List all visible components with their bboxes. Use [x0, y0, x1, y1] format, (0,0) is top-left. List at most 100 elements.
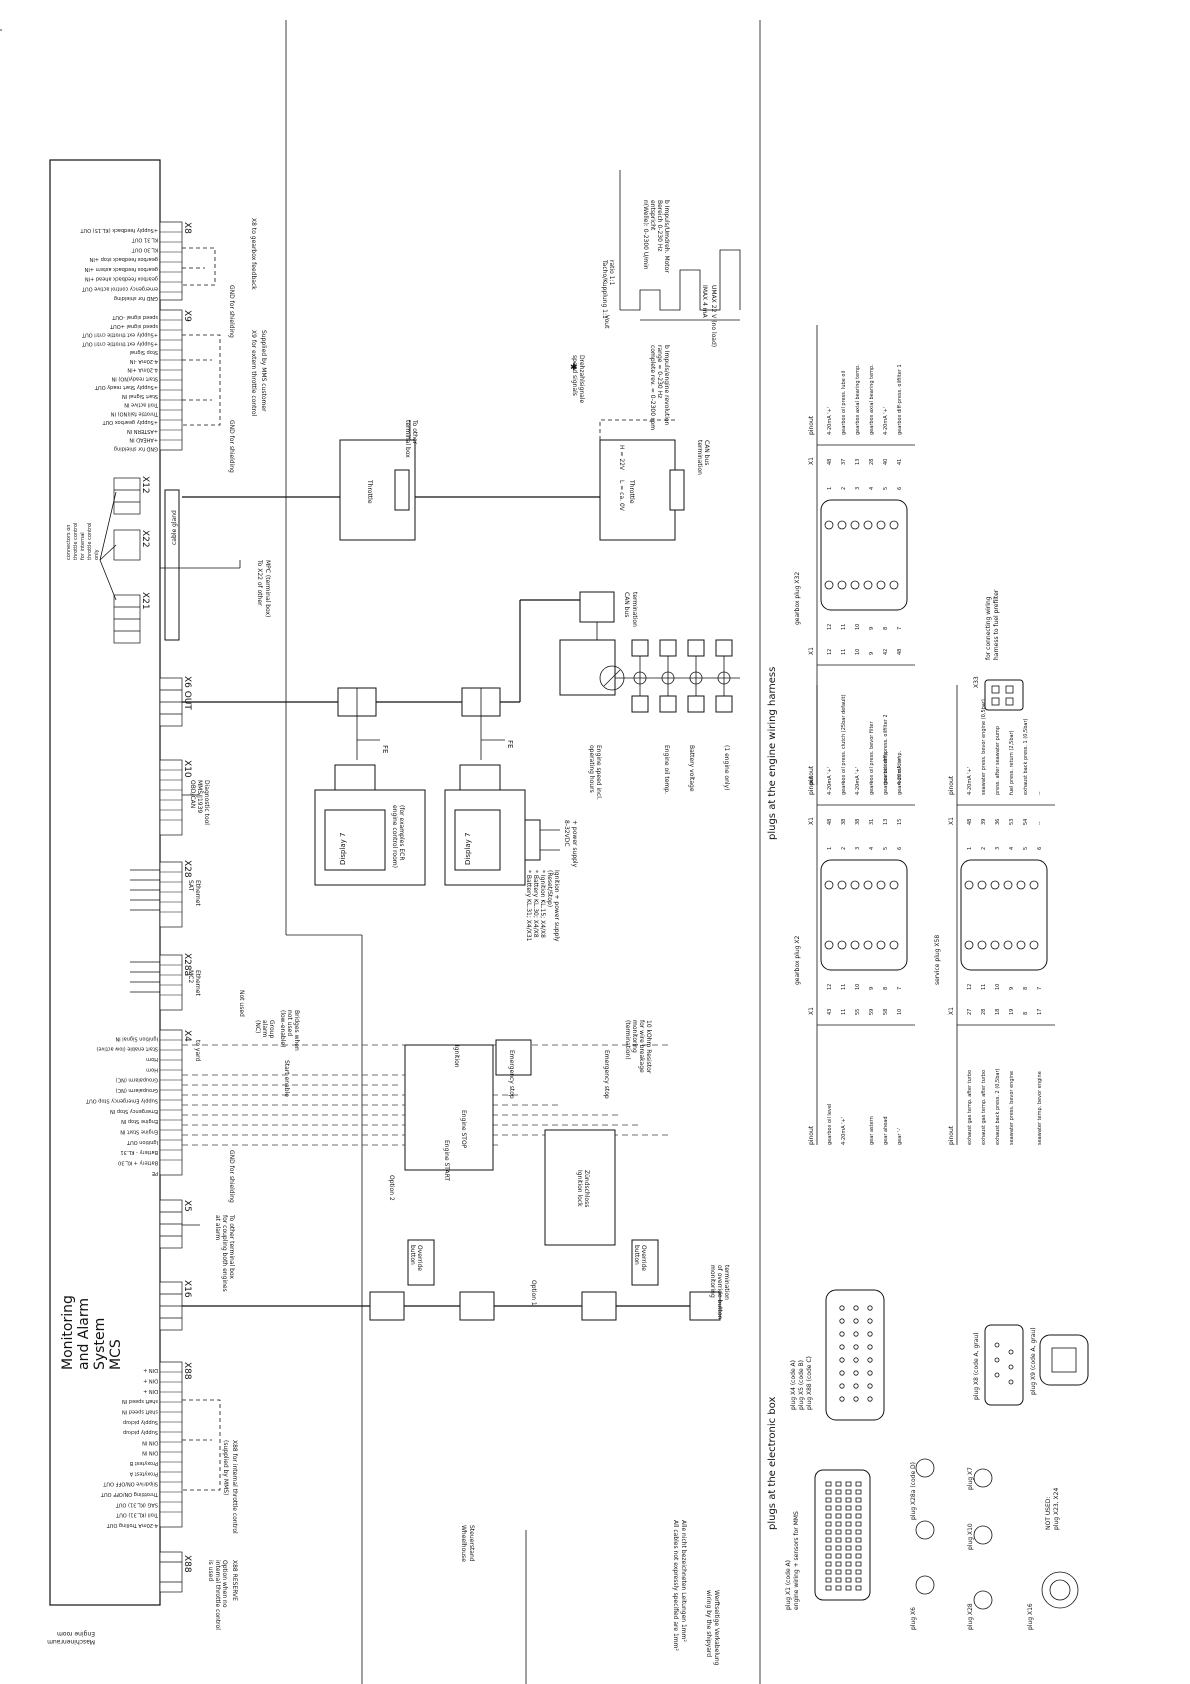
svg-text:Ignition: Ignition [453, 1045, 460, 1068]
pin-label-x8: gearbox feedback astern +IN [84, 266, 158, 272]
connector-x6: X6 OUT [159, 676, 192, 727]
svg-text:is used: is used [207, 1560, 214, 1581]
service_x58-pin-right: 6 [1037, 847, 1043, 850]
svg-text:(low-enable): (low-enable) [279, 1010, 286, 1047]
svg-text:CAN bus: CAN bus [703, 440, 710, 465]
gearbox_x2-left-desc: gearbox oil level [827, 1104, 833, 1145]
svg-text:engine control room): engine control room) [391, 805, 398, 868]
svg-text:MC2: MC2 [187, 970, 194, 983]
service_x58-pin-right: 5 [1023, 847, 1029, 850]
engine-room-label: Maschinenraum Engine room [47, 1630, 95, 1645]
pin-label-x4: Battery - KL.31 [120, 1149, 158, 1155]
svg-text:Engine speed incl.: Engine speed incl. [595, 745, 602, 800]
svg-text:of override button: of override button [716, 1265, 723, 1319]
pin-label-x88: Proxytest B [129, 1460, 158, 1466]
gearbox_x32-pin-left: 7 [897, 627, 903, 630]
svg-text:Override: Override [416, 1245, 423, 1271]
gearbox_x2-left-desc: gear '-' [897, 1127, 903, 1145]
svg-text:Ethernet: Ethernet [194, 880, 201, 906]
pin-label-x88: shaft speed IN [122, 1398, 158, 1404]
svg-text:monitoring: monitoring [709, 1265, 716, 1298]
svg-text:Engine STOP: Engine STOP [460, 1110, 467, 1149]
pin-label-x4: Start enable (low active) [96, 1046, 158, 1052]
svg-text:X28: X28 [182, 860, 192, 878]
svg-text:(for examples ECR: (for examples ECR [398, 805, 405, 861]
gearbox_x32-right-desc: gearbox axial bearing temp. [869, 364, 875, 435]
gearbox_x32-header: pinout [808, 415, 815, 435]
svg-text:plug X4 (code A): plug X4 (code A) [790, 1360, 797, 1410]
svg-text:plug X88 (code C): plug X88 (code C) [806, 1356, 813, 1410]
service_x58-pin-left: 8 [1023, 987, 1029, 990]
service_x58-header: X1 [948, 817, 955, 825]
svg-text:plug X9 (code A, grau): plug X9 (code A, grau) [1030, 1327, 1037, 1395]
svg-text:To X22 of other: To X22 of other [256, 559, 263, 606]
connector-x28a: X28a Ethernet MC2 [130, 953, 201, 1011]
mcs-title-line3: System [92, 1318, 108, 1370]
svg-text:MPC (terminal box): MPC (terminal box) [264, 560, 271, 617]
service-plug-x58: service plug X58pinoutX1X1pinoutexhaust … [934, 685, 1055, 1145]
svg-text:throttle control: throttle control [73, 523, 79, 560]
svg-text:FE: FE [381, 745, 389, 753]
gearbox_x2-right-x1: 48 [827, 819, 833, 825]
box-plug-x8: plug X8 (code A, grau) [973, 1324, 1024, 1406]
service_x58-left-desc: seawater press. bevor engine [1009, 1071, 1015, 1145]
service_x58-pin-right: 4 [1009, 847, 1015, 850]
svg-text:alarm: alarm [261, 1020, 268, 1037]
service_x58-right-desc: -- [1037, 791, 1043, 795]
gearbox_x2-right-x1: 31 [869, 819, 875, 825]
svg-text:ratio 1:1: ratio 1:1 [608, 260, 615, 286]
svg-text:Engine START: Engine START [443, 1140, 450, 1181]
service_x58-left-desc: exhaust back press. 2 (0,5bar) [995, 1068, 1001, 1145]
svg-text:harness to fuel prefilter: harness to fuel prefilter [993, 589, 1000, 660]
svg-text:plug X5 (code B): plug X5 (code B) [798, 1360, 805, 1410]
pin-label-x88: Troll (KL.31) OUT [115, 1512, 159, 1518]
can-t-connector-1: FE [337, 687, 389, 760]
svg-text:SAT: SAT [187, 880, 194, 892]
svg-text:plug X1 (code A): plug X1 (code A) [785, 1560, 792, 1610]
svg-text:X4: X4 [182, 1030, 192, 1042]
pin-label-x88: DIN + [143, 1378, 158, 1384]
svg-text:n(Welle): 0-2300 U/min: n(Welle): 0-2300 U/min [642, 200, 649, 270]
service_x58-right-desc: fuel press. return (2,5bar) [1009, 730, 1015, 795]
svg-text:To other terminal box: To other terminal box [228, 1214, 235, 1279]
svg-text:plug X10: plug X10 [967, 1523, 974, 1550]
gearbox_x32-left-desc: gearbox diff-press. oilfilter 2 [883, 714, 889, 785]
svg-text:b Impuls/engine revolution: b Impuls/engine revolution [663, 345, 670, 426]
display-left: Display 7 (for examples ECR engine contr… [314, 764, 426, 886]
svg-text:Not used: Not used [238, 990, 245, 1017]
gearbox_x32-left-desc: -- [841, 781, 847, 785]
svg-text:* Battery KL.30; X4/X8: * Battery KL.30; X4/X8 [532, 870, 539, 938]
gearbox_x32-left-x1: 42 [883, 649, 889, 655]
gearbox_x2-header: X1 [808, 817, 815, 825]
gearbox_x32-pin-right: 1 [827, 487, 833, 490]
svg-text:Battery voltage: Battery voltage [688, 745, 695, 792]
pin-label-x4: Engine Stop IN [121, 1118, 158, 1124]
pin-label-x8: +Supply feedback (KL.15) OUT [80, 227, 158, 233]
gearbox_x2-left-x1: 55 [855, 1009, 861, 1015]
pin-label-x4: Horn [146, 1066, 158, 1072]
svg-text:range = 0-230 Hz: range = 0-230 Hz [656, 345, 663, 398]
gearbox_x32-right-desc: 4-20mA '+' [827, 407, 833, 435]
gearbox_x2-pin-left: 7 [897, 987, 903, 990]
pin-label-x9: Start Signal IN [122, 393, 158, 399]
connector-x8: X8 X8 to gearbox feedback GND for shield… [159, 218, 257, 338]
connector-x10: X10 Diagnostic tool MMS/J1939 OBD/CAN [159, 759, 210, 836]
gearbox_x2-left-x1: 58 [883, 1009, 889, 1015]
service_x58-title: service plug X58 [934, 935, 941, 985]
heading-plugs-box: plugs at the electronic box [767, 1397, 778, 1530]
service_x58-pin-left: 9 [1009, 987, 1015, 990]
service_x58-right-x1: 39 [981, 819, 987, 825]
speed-signal-diagram: ✱ Drehzahlsignale speed signals H = 22V … [570, 170, 741, 512]
svg-text:L = ca. 0V: L = ca. 0V [618, 480, 625, 512]
svg-text:X12: X12 [140, 476, 150, 494]
svg-text:operating hours: operating hours [588, 745, 595, 793]
svg-text:Engine room: Engine room [57, 1630, 95, 1637]
connector-x21: X21 [113, 592, 150, 644]
pin-label-x88: Slipdrive ON/OFF OUT [102, 1481, 158, 1487]
svg-text:✱: ✱ [570, 363, 578, 373]
svg-text:only: only [94, 549, 100, 560]
svg-text:Option 1: Option 1 [530, 1280, 537, 1306]
